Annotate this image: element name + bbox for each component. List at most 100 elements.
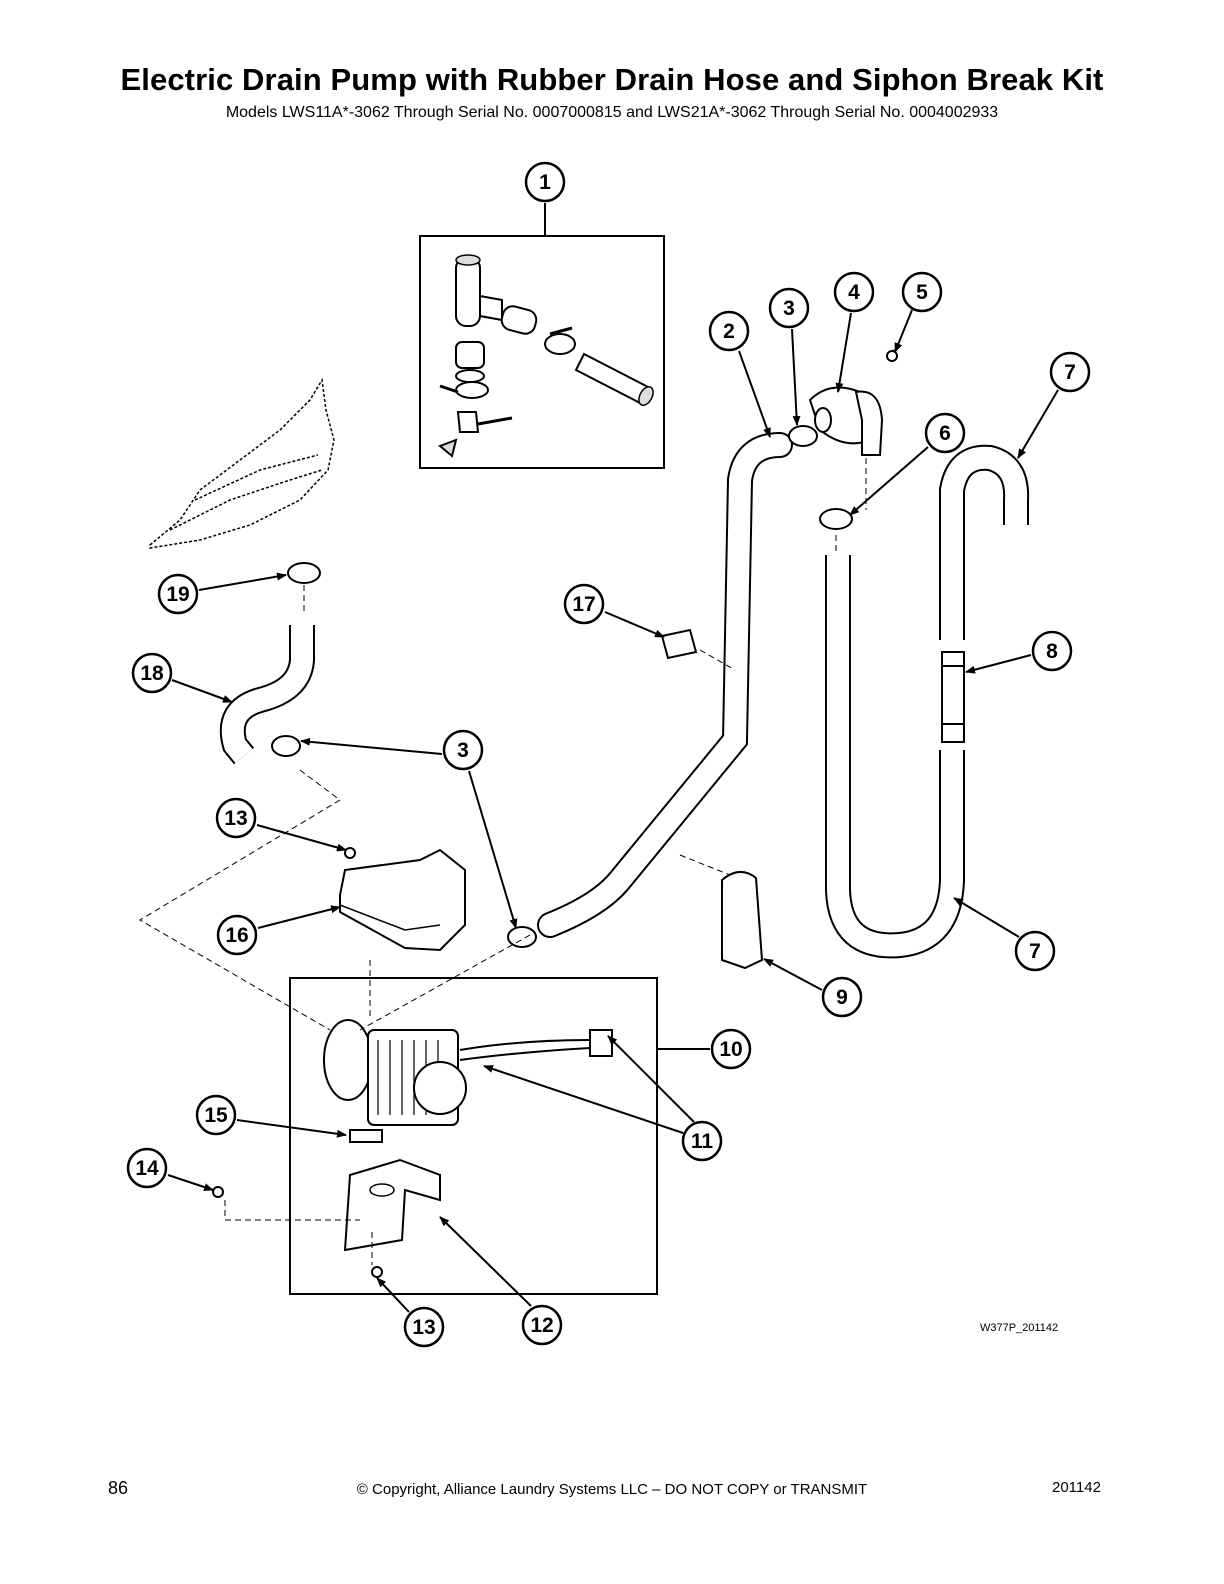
callout-leader bbox=[171, 679, 233, 703]
callout-circle bbox=[768, 287, 810, 329]
callout-label: 8 bbox=[1046, 640, 1058, 663]
callout-label: 15 bbox=[204, 1104, 228, 1127]
callout-label: 18 bbox=[140, 662, 164, 685]
callout-circle bbox=[195, 1094, 237, 1136]
callout-leader bbox=[1017, 389, 1059, 459]
page-subtitle: Models LWS11A*-3062 Through Serial No. 0… bbox=[225, 104, 999, 121]
callout-circle bbox=[710, 1028, 752, 1070]
callout-leader bbox=[376, 1277, 410, 1313]
callout-label: 5 bbox=[916, 281, 928, 304]
callout-c2: 2 bbox=[708, 310, 771, 438]
callout-c1: 1 bbox=[524, 161, 566, 236]
callout-leader bbox=[965, 654, 1032, 674]
callout-label: 19 bbox=[166, 583, 189, 606]
callout-label: 12 bbox=[530, 1314, 553, 1337]
callout-leader bbox=[198, 572, 287, 591]
callout-c12: 12 bbox=[439, 1216, 563, 1346]
callout-label: 6 bbox=[939, 422, 951, 445]
callout-leader bbox=[607, 1035, 695, 1123]
page-title: Electric Drain Pump with Rubber Drain Ho… bbox=[120, 62, 1104, 97]
siphon-elbow bbox=[808, 349, 896, 456]
callout-c9: 9 bbox=[763, 958, 863, 1018]
callout-label: 9 bbox=[836, 986, 848, 1009]
callout-c19: 19 bbox=[157, 572, 287, 615]
callout-leader bbox=[257, 905, 341, 929]
document-number: 201142 bbox=[1052, 1479, 1101, 1496]
callout-label: 1 bbox=[539, 171, 551, 194]
callout-label: 2 bbox=[723, 320, 735, 343]
callout-circle bbox=[157, 573, 199, 615]
callout-leader bbox=[468, 770, 518, 929]
callout-circle bbox=[1031, 630, 1073, 672]
callout-circle bbox=[131, 652, 173, 694]
callout-label: 3 bbox=[783, 297, 795, 320]
callout-circle bbox=[901, 271, 943, 313]
callout-c4: 4 bbox=[833, 271, 875, 393]
callout-leader bbox=[849, 446, 929, 516]
callout-label: 16 bbox=[225, 924, 248, 947]
callout-label: 14 bbox=[135, 1157, 159, 1180]
callout-circle bbox=[833, 271, 875, 313]
callout-leader bbox=[835, 312, 852, 393]
callout-leader bbox=[791, 328, 801, 426]
callout-circle bbox=[1014, 930, 1056, 972]
callout-c7b: 7 bbox=[953, 897, 1056, 972]
callout-leader bbox=[256, 824, 347, 852]
callout-label: 10 bbox=[719, 1038, 742, 1061]
callout-circle bbox=[563, 583, 605, 625]
callout-c3a: 3 bbox=[768, 287, 810, 426]
callout-leader bbox=[167, 1174, 214, 1191]
callout-c14: 14 bbox=[126, 1147, 214, 1191]
callout-label: 13 bbox=[412, 1316, 435, 1339]
callout-leader bbox=[953, 897, 1020, 938]
callout-c18: 18 bbox=[131, 652, 233, 703]
callout-c16: 16 bbox=[216, 905, 341, 956]
callout-circle bbox=[1049, 351, 1091, 393]
callout-c15: 15 bbox=[195, 1094, 347, 1138]
page-number: 86 bbox=[108, 1478, 129, 1498]
callout-circle bbox=[215, 797, 257, 839]
callout-leader bbox=[236, 1119, 347, 1138]
callout-leader bbox=[604, 611, 665, 638]
callout-c11: 11 bbox=[483, 1035, 723, 1162]
callout-circle bbox=[442, 729, 484, 771]
callout-leader bbox=[439, 1216, 532, 1307]
callout-label: 3 bbox=[457, 739, 469, 762]
callout-circle bbox=[524, 161, 566, 203]
hoses bbox=[219, 432, 1030, 959]
pump-assembly bbox=[289, 977, 658, 1295]
hose-clamps bbox=[271, 425, 853, 948]
callout-c8: 8 bbox=[965, 630, 1073, 674]
callout-leader bbox=[483, 1065, 684, 1134]
pump-cover bbox=[339, 848, 466, 952]
callout-leader bbox=[763, 958, 823, 991]
callout-circle bbox=[681, 1120, 723, 1162]
hose-clips bbox=[660, 628, 764, 970]
callout-c13a: 13 bbox=[215, 797, 347, 852]
callout-circle bbox=[126, 1147, 168, 1189]
callout-leader bbox=[894, 309, 913, 353]
callout-circle bbox=[403, 1306, 445, 1348]
callout-c10: 10 bbox=[657, 1028, 752, 1070]
screws bbox=[212, 350, 898, 1278]
callout-c3b: 3 bbox=[300, 729, 518, 929]
callout-c5: 5 bbox=[894, 271, 943, 353]
callout-circle bbox=[216, 914, 258, 956]
callout-label: 4 bbox=[848, 281, 860, 304]
callout-label: 7 bbox=[1064, 361, 1076, 384]
callout-circle bbox=[708, 310, 750, 352]
callout-c13b: 13 bbox=[376, 1277, 445, 1348]
assembly-lines bbox=[139, 458, 867, 1265]
callout-circle bbox=[821, 976, 863, 1018]
callout-c7a: 7 bbox=[1017, 351, 1091, 459]
siphon-break-kit bbox=[419, 235, 665, 469]
tub-outline bbox=[149, 377, 335, 549]
callout-label: 11 bbox=[691, 1130, 714, 1153]
callout-circle bbox=[521, 1304, 563, 1346]
hose-connector bbox=[941, 651, 965, 743]
callout-circle bbox=[924, 412, 966, 454]
callout-leader bbox=[738, 350, 771, 438]
drawing-code: W377P_201142 bbox=[980, 1322, 1059, 1334]
